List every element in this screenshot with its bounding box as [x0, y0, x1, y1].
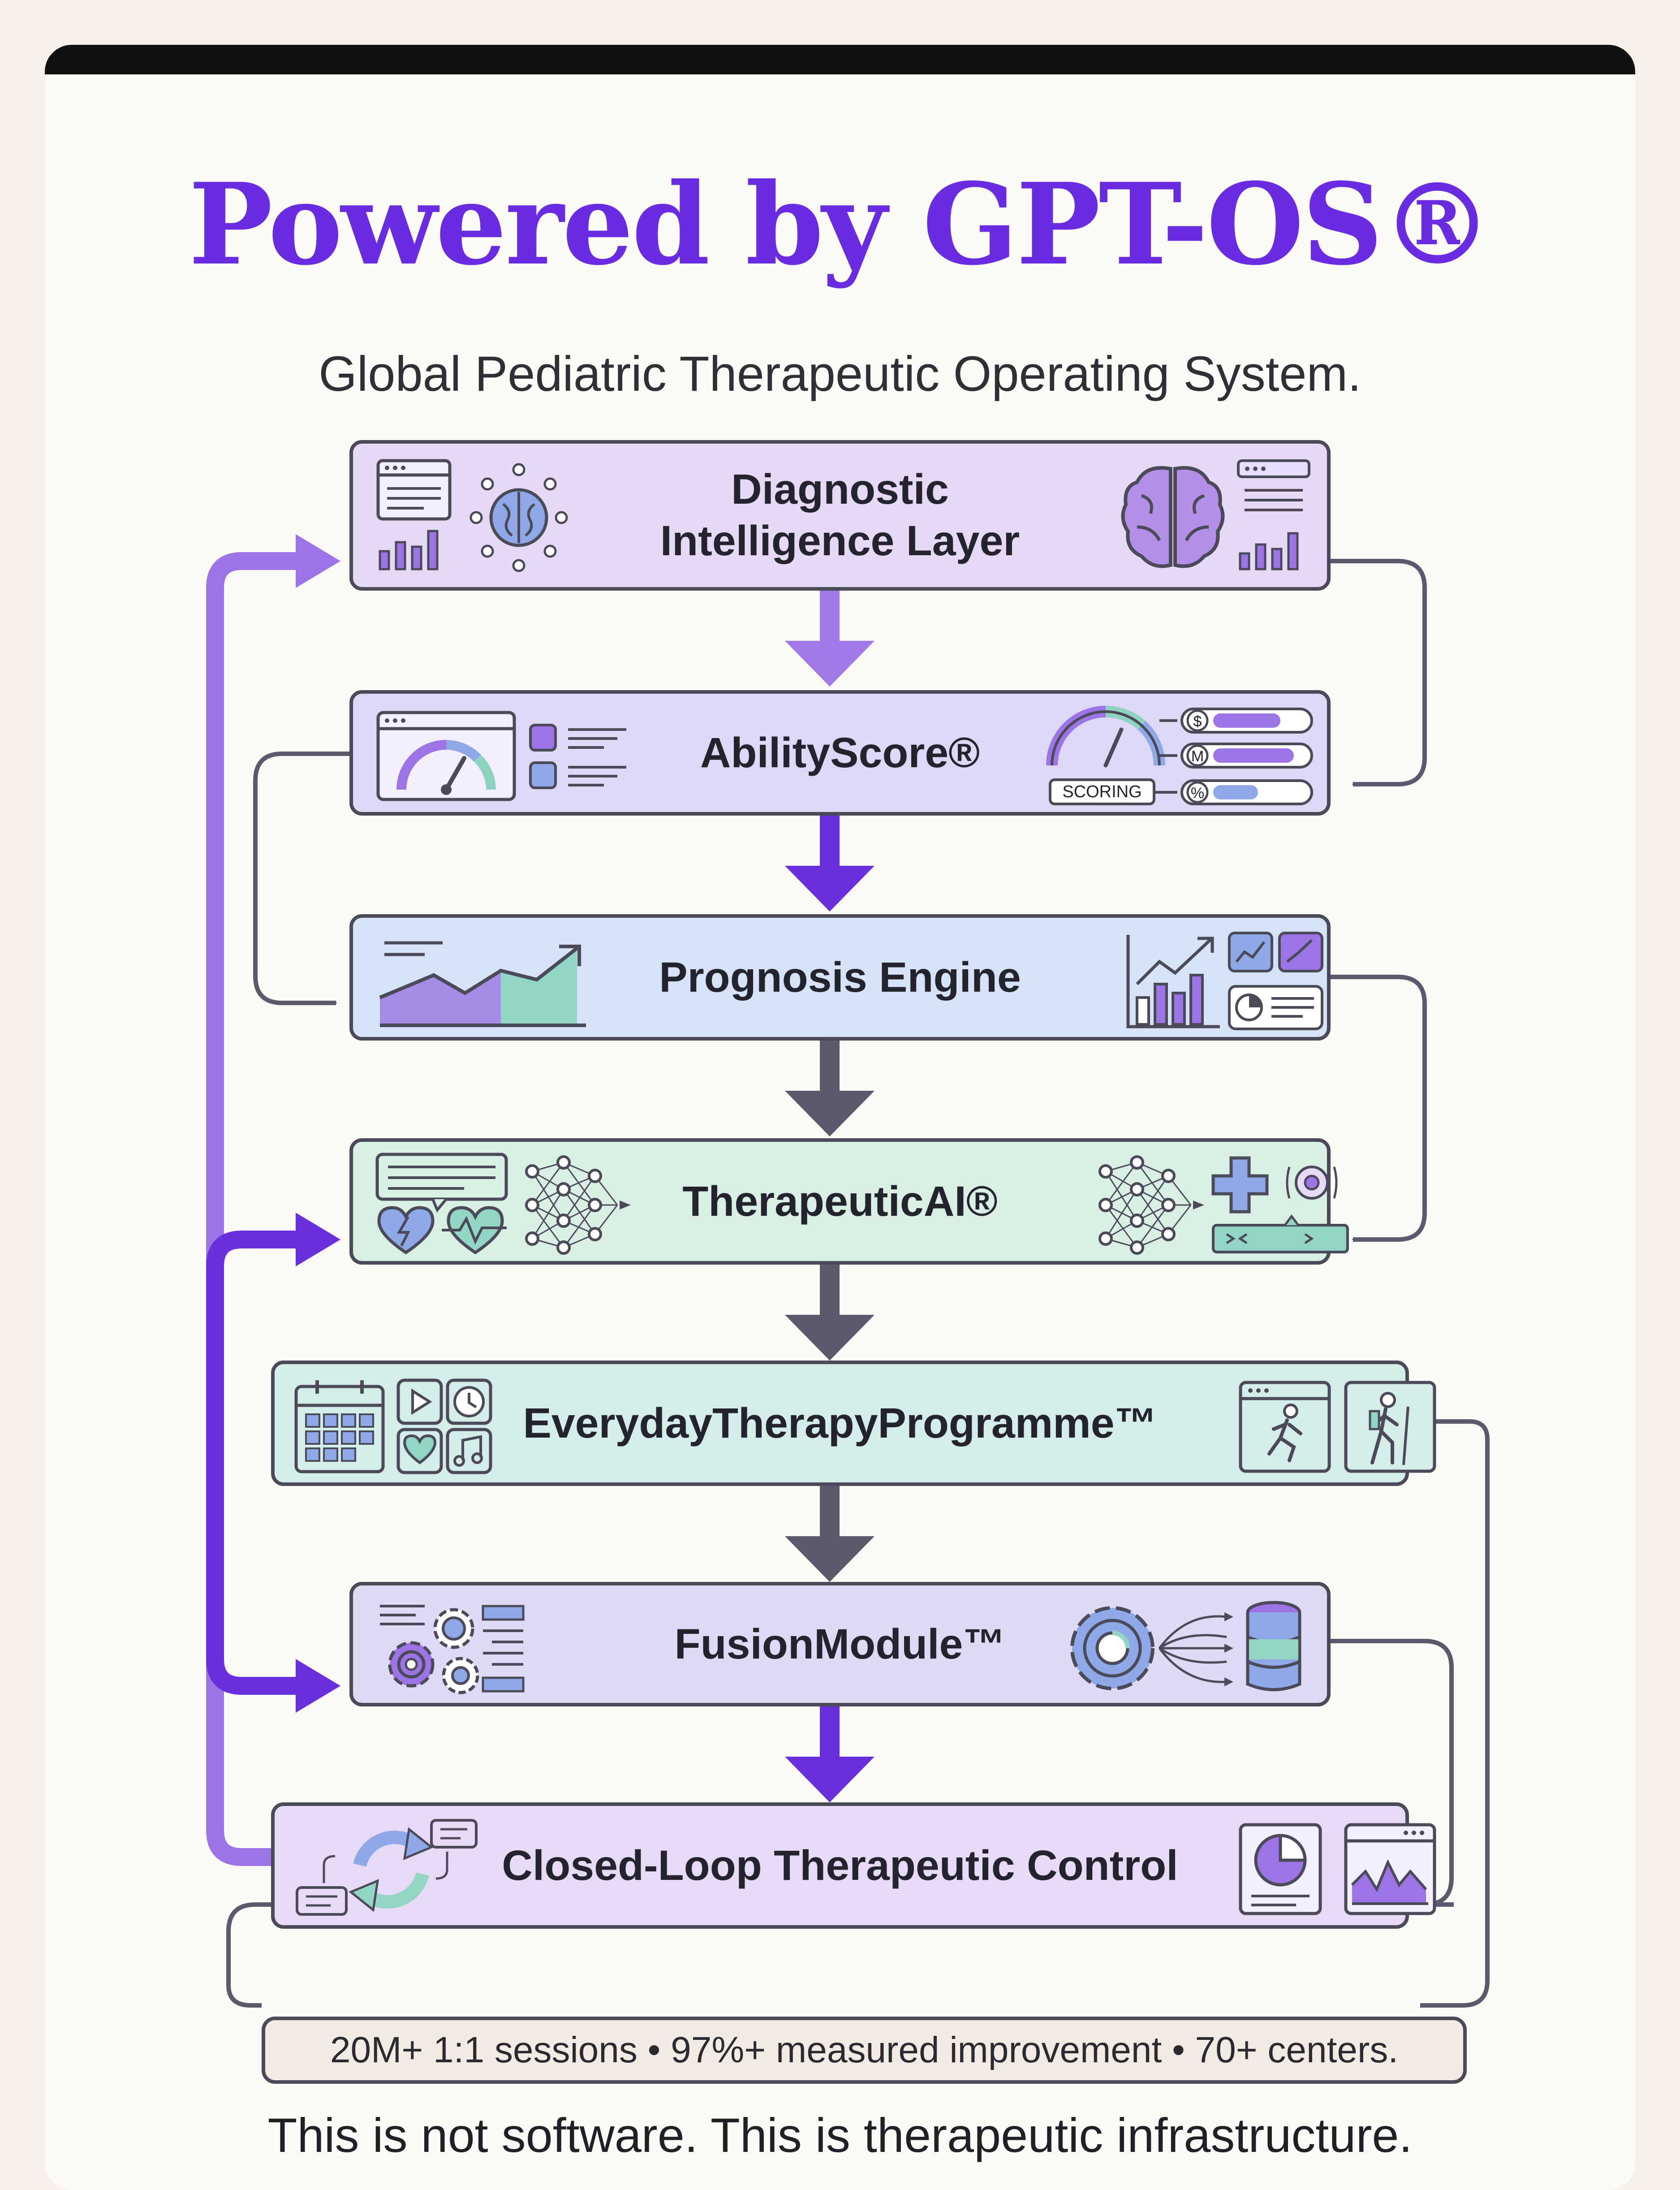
feedback-loop-light [206, 534, 340, 1866]
media-tiles-icon [396, 1378, 492, 1474]
layer-label: Diagnostic Intelligence Layer [660, 466, 1020, 565]
medical-cross-icon [1211, 1156, 1349, 1253]
list-icon [529, 724, 626, 789]
dollar-label: $ [1193, 713, 1202, 730]
layer-closed-loop-control[interactable]: Closed-Loop Therapeutic Control [271, 1802, 1436, 1929]
brain-network-icon [470, 463, 568, 572]
area-chart-icon [379, 941, 586, 1027]
hiking-icon [1344, 1381, 1436, 1473]
layer-abilityscore[interactable]: AbilityScore® SCORING $ M [349, 690, 1331, 816]
neural-network-icon [525, 1155, 631, 1255]
arrow-prognosis-to-therapeuticai [785, 1041, 874, 1136]
layer-everyday-therapy-programme[interactable]: EverydayTherapyProgramme™ [271, 1361, 1436, 1486]
layer-therapeuticai[interactable]: TherapeuticAI® [349, 1138, 1349, 1265]
gauge-window-icon [376, 711, 516, 801]
growth-chart-icon [1126, 935, 1220, 1028]
refresh-chat-icon [296, 1819, 478, 1916]
scoring-label: SCORING [1062, 782, 1142, 801]
percent-label: % [1191, 785, 1204, 802]
arrow-abilityscore-to-prognosis [785, 816, 874, 911]
layer-label: EverydayTherapyProgramme™ [523, 1399, 1157, 1447]
flow-connectors [206, 534, 1490, 2008]
layer-fusionmodule[interactable]: FusionModule™ [349, 1582, 1331, 1706]
running-window-icon [1239, 1381, 1331, 1473]
tagline: This is not software. This is therapeuti… [267, 2108, 1413, 2162]
dashboard-icon [376, 459, 452, 570]
layer-label: TherapeuticAI® [682, 1177, 998, 1225]
layer-label: Closed-Loop Therapeutic Control [502, 1841, 1178, 1889]
gears-icon [380, 1605, 525, 1694]
page-subtitle: Global Pediatric Therapeutic Operating S… [319, 346, 1361, 402]
m-label: M [1191, 748, 1204, 765]
layer-prognosis-engine[interactable]: Prognosis Engine [349, 914, 1331, 1041]
mini-charts-icon [1228, 932, 1323, 1030]
page-title: Powered by GPT-OS® [188, 158, 1493, 290]
brain-icon [1121, 466, 1225, 568]
layer-label: FusionModule™ [674, 1620, 1006, 1668]
chat-heart-icon [375, 1153, 508, 1255]
pie-report-icon [1239, 1823, 1322, 1915]
report-chart-icon [1237, 459, 1310, 570]
calendar-icon [294, 1380, 385, 1473]
poster-card: Powered by GPT-OS® Global Pediatric Ther… [45, 45, 1635, 2190]
layer-label: Prognosis Engine [659, 953, 1021, 1001]
arrow-fusion-to-closedloop [785, 1706, 874, 1802]
arrow-diagnostic-to-abilityscore [785, 591, 874, 687]
waveform-window-icon [1344, 1823, 1436, 1915]
arrow-everyday-to-fusion [785, 1486, 874, 1582]
feedback-loop-deep [206, 1213, 340, 1713]
side-connectors [226, 559, 1490, 2008]
scoring-panel-icon: SCORING $ M % [1046, 705, 1313, 805]
arrow-therapeuticai-to-everyday [785, 1265, 874, 1361]
gear-database-icon [1070, 1601, 1301, 1691]
top-bar [45, 45, 1635, 74]
vertical-arrows [785, 591, 874, 1802]
neural-network-icon-right [1098, 1155, 1204, 1255]
stats-bar: 20M+ 1:1 sessions • 97%+ measured improv… [262, 2017, 1467, 2084]
layer-label: AbilityScore® [700, 729, 980, 777]
layer-diagnostic-intelligence[interactable]: Diagnostic Intelligence Layer [349, 440, 1331, 591]
